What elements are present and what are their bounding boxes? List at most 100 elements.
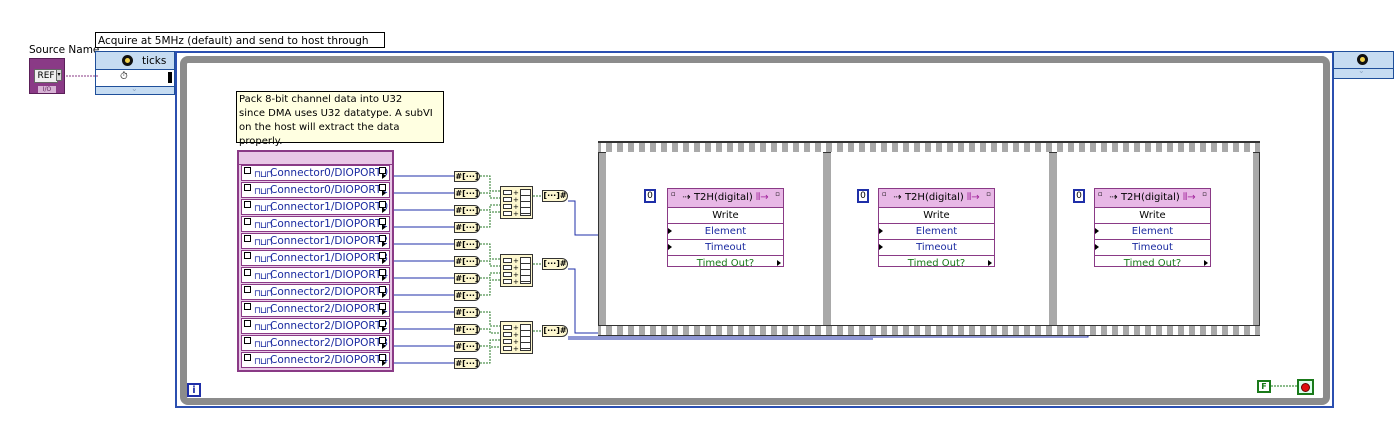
fifo-output-timed-out[interactable]: Timed Out?	[1095, 256, 1210, 271]
ref-in-icon	[244, 235, 251, 242]
channel-label: Connector0/DIOPORT1	[270, 184, 389, 196]
timer-icon: ⏱	[120, 71, 128, 82]
io-channel-row[interactable]: ⊓⊔⊓Connector2/DIOPORT2	[241, 318, 390, 334]
output-terminal-icon	[382, 360, 386, 366]
source-name-label: Source Name	[29, 44, 100, 56]
ref-text: REF	[34, 69, 58, 83]
fifo-input-element[interactable]: Element	[879, 224, 994, 240]
false-constant[interactable]: F	[1257, 380, 1271, 393]
io-channel-row[interactable]: ⊓⊔⊓Connector1/DIOPORT3	[241, 250, 390, 266]
io-node-header	[239, 152, 392, 165]
ref-in-icon	[244, 337, 251, 344]
to-array-node[interactable]: #[···]	[454, 324, 480, 335]
clock-icon	[1357, 54, 1368, 65]
io-channel-row[interactable]: ⊓⊔⊓Connector2/DIOPORT3	[241, 335, 390, 351]
digital-wave-icon: ⊓⊔⊓	[254, 170, 273, 180]
io-channel-row[interactable]: ⊓⊔⊓Connector1/DIOPORT1	[241, 216, 390, 232]
timed-loop-output-node[interactable]: ⌄	[1333, 51, 1394, 79]
to-array-node[interactable]: #[···]	[454, 341, 480, 352]
build-array-node[interactable]: ++++	[500, 186, 533, 219]
to-array-node[interactable]: #[···]	[454, 358, 480, 369]
fifo-input-element[interactable]: Element	[1095, 224, 1210, 240]
channel-label: Connector2/DIOPORT0	[270, 286, 389, 298]
fifo-output-timed-out[interactable]: Timed Out?	[668, 256, 783, 271]
io-channel-row[interactable]: ⊓⊔⊓Connector0/DIOPORT0	[241, 165, 390, 181]
ref-in-icon	[244, 286, 251, 293]
digital-wave-icon: ⊓⊔⊓	[254, 289, 273, 299]
note-line: on the host will extract the data proper…	[239, 122, 400, 147]
digital-wave-icon: ⊓⊔⊓	[254, 204, 273, 214]
channel-label: Connector1/DIOPORT3	[270, 252, 389, 264]
join-numbers-node[interactable]: [···]#	[542, 190, 568, 202]
dma-fifo-icon: ⫴→	[1179, 192, 1196, 203]
io-channel-row[interactable]: ⊓⊔⊓Connector1/DIOPORT4	[241, 267, 390, 283]
to-array-node[interactable]: #[···]	[454, 171, 480, 182]
io-channel-row[interactable]: ⊓⊔⊓Connector1/DIOPORT2	[241, 233, 390, 249]
timed-loop-comment: Acquire at 5MHz (default) and send to ho…	[95, 32, 385, 63]
output-terminal-icon	[382, 309, 386, 315]
digital-wave-icon: ⊓⊔⊓	[254, 255, 273, 265]
fifo-name: T2H(digital)	[693, 192, 753, 203]
channel-label: Connector0/DIOPORT0	[270, 167, 389, 179]
io-channel-row[interactable]: ⊓⊔⊓Connector1/DIOPORT0	[241, 199, 390, 215]
io-channel-row[interactable]: ⊓⊔⊓Connector2/DIOPORT0	[241, 284, 390, 300]
iteration-terminal: i	[187, 383, 201, 397]
io-channel-row[interactable]: ⊓⊔⊓Connector2/DIOPORT1	[241, 301, 390, 317]
source-name-ref-control[interactable]: REF ▾ I/O	[29, 58, 65, 94]
to-array-node[interactable]: #[···]	[454, 188, 480, 199]
output-terminal-icon	[382, 173, 386, 179]
expand-chevron-icon[interactable]: ⌄	[1358, 66, 1365, 75]
output-terminal-icon	[382, 241, 386, 247]
expand-chevron-icon[interactable]: ⌄	[131, 84, 138, 93]
fifo-input-timeout[interactable]: Timeout	[879, 240, 994, 256]
build-array-node[interactable]: ++++	[500, 321, 533, 354]
to-array-node[interactable]: #[···]	[454, 222, 480, 233]
timeout-constant[interactable]: 0	[857, 189, 869, 203]
pack-data-comment: Pack 8-bit channel data into U32 since D…	[236, 91, 444, 147]
channel-label: Connector1/DIOPORT1	[270, 218, 389, 230]
ref-in-icon: ▫	[1098, 190, 1103, 198]
ref-in-icon	[244, 252, 251, 259]
fifo-arrow-icon: ⇢	[1109, 192, 1121, 203]
digital-wave-icon: ⊓⊔⊓	[254, 306, 273, 316]
dma-fifo-icon: ⫴→	[963, 192, 980, 203]
join-numbers-node[interactable]: [···]#	[542, 325, 568, 337]
fifo-name: T2H(digital)	[904, 192, 964, 203]
ref-in-icon	[244, 167, 251, 174]
to-array-node[interactable]: #[···]	[454, 290, 480, 301]
to-array-node[interactable]: #[···]	[454, 307, 480, 318]
fifo-name: T2H(digital)	[1120, 192, 1180, 203]
to-array-node[interactable]: #[···]	[454, 239, 480, 250]
build-array-node[interactable]: ++++	[500, 254, 533, 287]
channel-label: Connector2/DIOPORT2	[270, 320, 389, 332]
fifo-input-timeout[interactable]: Timeout	[1095, 240, 1210, 256]
timeout-constant[interactable]: 0	[644, 189, 656, 203]
channel-label: Connector2/DIOPORT3	[270, 337, 389, 349]
timeout-constant[interactable]: 0	[1073, 189, 1085, 203]
fifo-output-timed-out[interactable]: Timed Out?	[879, 256, 994, 271]
terminal-indicator	[168, 72, 172, 83]
stop-condition-terminal[interactable]	[1297, 379, 1314, 395]
note-line: Pack 8-bit channel data into U32	[239, 94, 403, 105]
fifo-input-timeout[interactable]: Timeout	[668, 240, 783, 256]
fpga-io-node[interactable]: ⊓⊔⊓Connector0/DIOPORT0⊓⊔⊓Connector0/DIOP…	[237, 150, 394, 372]
timing-source-label: ticks	[142, 55, 167, 67]
to-array-node[interactable]: #[···]	[454, 205, 480, 216]
channel-label: Connector2/DIOPORT1	[270, 303, 389, 315]
to-array-node[interactable]: #[···]	[454, 273, 480, 284]
fifo-method: Write	[668, 208, 783, 224]
fifo-arrow-icon: ⇢	[682, 192, 694, 203]
to-array-node[interactable]: #[···]	[454, 256, 480, 267]
channel-label: Connector1/DIOPORT0	[270, 201, 389, 213]
join-numbers-node[interactable]: [···]#	[542, 258, 568, 270]
dropdown-icon[interactable]: ▾	[56, 69, 62, 81]
timed-loop-input-node[interactable]: ticks ⏱ ⌄	[95, 51, 175, 95]
ref-in-icon: ▫	[882, 190, 887, 198]
io-channel-row[interactable]: ⊓⊔⊓Connector2/DIOPORT4	[241, 352, 390, 368]
digital-wave-icon: ⊓⊔⊓	[254, 272, 273, 282]
fifo-input-element[interactable]: Element	[668, 224, 783, 240]
io-channel-row[interactable]: ⊓⊔⊓Connector0/DIOPORT1	[241, 182, 390, 198]
